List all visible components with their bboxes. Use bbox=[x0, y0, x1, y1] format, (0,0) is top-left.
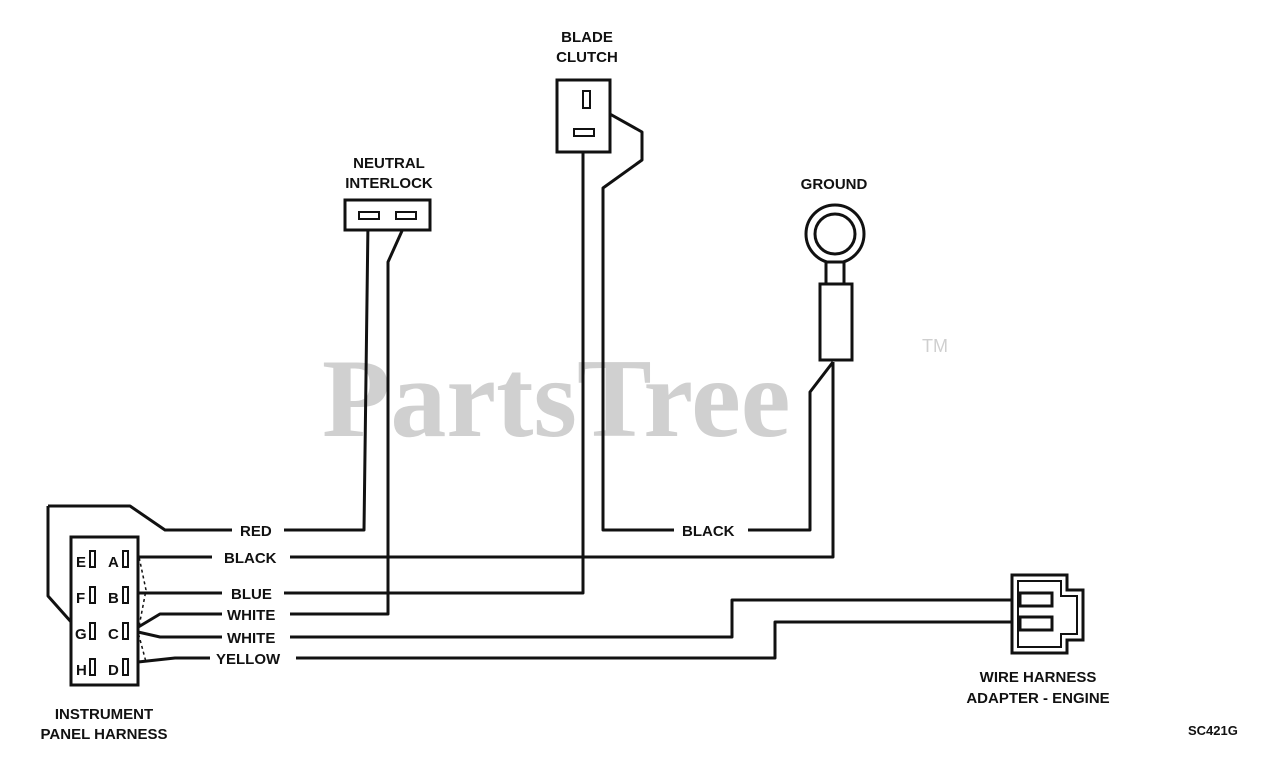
neutral-interlock-label-2: INTERLOCK bbox=[345, 175, 433, 192]
wire-label-red: RED bbox=[240, 523, 272, 540]
watermark-trademark: TM bbox=[922, 336, 948, 356]
instrument-panel-harness-connector: E A F B G C H D INSTRUMENT PANEL HARNESS bbox=[41, 535, 168, 743]
wires bbox=[46, 102, 1020, 664]
wire-harness-adapter-engine: WIRE HARNESS ADAPTER - ENGINE bbox=[966, 573, 1110, 707]
blade-clutch-label-1: BLADE bbox=[561, 29, 613, 46]
blade-clutch-connector: BLADE CLUTCH bbox=[555, 29, 618, 154]
pin-b: B bbox=[108, 590, 119, 607]
pin-a: A bbox=[108, 554, 119, 571]
reference-code: SC421G bbox=[1188, 723, 1238, 738]
wire-white-2 bbox=[137, 598, 1020, 639]
instrument-panel-label-2: PANEL HARNESS bbox=[41, 726, 168, 743]
neutral-interlock-switch: NEUTRAL INTERLOCK bbox=[343, 155, 433, 232]
ground-label: GROUND bbox=[801, 176, 868, 193]
neutral-interlock-label-1: NEUTRAL bbox=[353, 155, 425, 172]
watermark: PartsTree TM bbox=[322, 336, 948, 461]
wire-label-black-a: BLACK bbox=[224, 550, 277, 567]
wire-label-yellow: YELLOW bbox=[216, 651, 281, 668]
watermark-text: PartsTree bbox=[322, 337, 791, 461]
ground-terminal: GROUND bbox=[801, 176, 868, 362]
pin-g: G bbox=[75, 626, 87, 643]
wire-label-black-ground: BLACK bbox=[682, 523, 735, 540]
wire-white-1 bbox=[129, 221, 408, 634]
pin-h: H bbox=[76, 662, 87, 679]
harness-loop bbox=[46, 506, 82, 633]
instrument-panel-label-1: INSTRUMENT bbox=[55, 706, 153, 723]
wire-black-ground bbox=[591, 102, 835, 532]
pin-f: F bbox=[76, 590, 85, 607]
wire-blue bbox=[138, 140, 585, 595]
blade-clutch-label-2: CLUTCH bbox=[556, 49, 618, 66]
pin-e: E bbox=[76, 554, 86, 571]
adapter-label-1: WIRE HARNESS bbox=[980, 669, 1097, 686]
adapter-label-2: ADAPTER - ENGINE bbox=[966, 690, 1109, 707]
wire-labels: RED BLACK BLUE WHITE WHITE YELLOW BLACK bbox=[216, 523, 735, 668]
wire-black-a bbox=[138, 362, 835, 559]
wire-red bbox=[48, 221, 370, 532]
pin-c: C bbox=[108, 626, 119, 643]
pin-d: D bbox=[108, 662, 119, 679]
wire-label-white-1: WHITE bbox=[227, 607, 275, 624]
wire-label-blue: BLUE bbox=[231, 586, 272, 603]
wire-yellow bbox=[137, 620, 1020, 664]
wire-label-white-2: WHITE bbox=[227, 630, 275, 647]
